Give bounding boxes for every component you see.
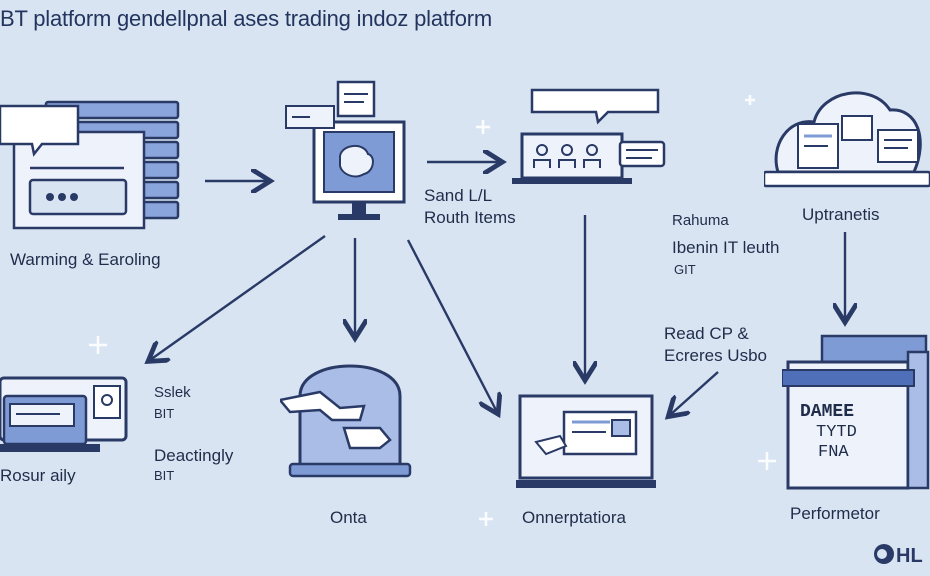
document-line-1: DAMEE [800,402,854,422]
laptop-icon [516,394,656,488]
meeting-screen-icon [512,88,666,184]
logo-text: HL [896,545,923,567]
label-deactingly: Deactingly [154,446,234,465]
label-rosur: Rosur aily [0,466,76,485]
label-bit-2: BIT [154,468,175,483]
server-chat-icon [0,100,180,230]
label-rahuma: Rahuma [672,212,729,229]
cloud-documents-icon [764,91,930,188]
label-warming: Warming & Earoling [10,250,161,269]
label-onnerptatiora: Onnerptatiora [522,508,626,527]
arrow-read-to-laptop [670,371,719,415]
label-git: GIT [674,262,696,277]
label-performetor: Performetor [790,504,880,523]
label-routh: Routh Items [424,208,516,227]
label-sslek: Sslek [154,384,191,401]
label-read: Read CP & [664,324,749,343]
label-sand: Sand L/L [424,186,493,205]
arrow-monitor-to-laptop [406,239,497,412]
label-bit-1: BIT [154,406,175,421]
monitor-icon [285,80,406,220]
document-printer-icon: DAMEE TYTD FNA [782,334,930,490]
dome-icon [280,364,412,478]
device-stack-icon [0,376,128,452]
label-onta: Onta [330,508,367,527]
label-ibenin: Ibenin IT leuth [672,238,780,257]
brand-logo: HL [874,544,923,567]
label-ecreres: Ecreres Usbo [664,346,767,365]
document-line-2: TYTD [816,423,857,442]
page-title: BT platform gendellpnal ases trading ind… [0,6,493,31]
arrow-monitor-to-tablet [150,235,326,360]
document-line-3: FNA [818,443,849,462]
label-uptranetis: Uptranetis [802,205,880,224]
